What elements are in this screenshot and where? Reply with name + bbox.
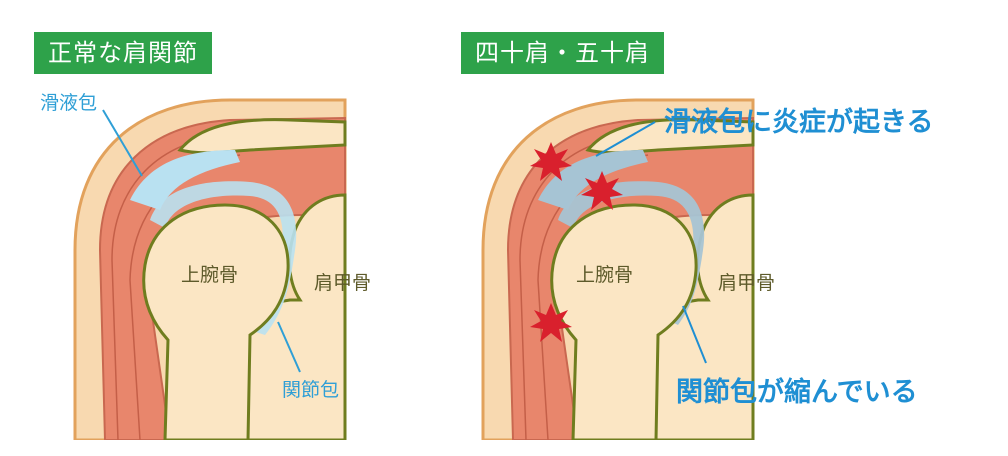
inflammation-burst-1 — [530, 142, 572, 181]
right-panel-title: 四十肩・五十肩 — [461, 32, 664, 74]
right-humerus — [550, 203, 698, 440]
right-shoulder — [481, 98, 755, 440]
right-capsule-shrunk-label: 関節包が縮んでいる — [676, 377, 918, 408]
right-capsule — [558, 181, 705, 325]
left-panel-title: 正常な肩関節 — [34, 32, 212, 74]
right-humerus-label: 上腕骨 — [576, 264, 634, 286]
right-bursa-inflamed-label: 滑液包に炎症が起きる — [664, 107, 934, 138]
right-bursa-leader — [595, 121, 656, 157]
left-capsule-label: 関節包 — [282, 379, 340, 401]
left-bursa-leader — [102, 109, 143, 177]
right-scapula-label: 肩甲骨 — [718, 272, 776, 294]
inflammation-burst-3 — [530, 303, 572, 342]
left-capsule — [150, 181, 297, 335]
left-humerus — [142, 203, 290, 440]
right-bursa — [538, 150, 648, 210]
inflammation-burst-2 — [581, 171, 623, 210]
left-shoulder — [73, 98, 347, 440]
left-humerus-label: 上腕骨 — [181, 264, 239, 286]
left-bursa — [130, 150, 240, 210]
right-capsule-leader — [682, 305, 707, 364]
left-bursa-label: 滑液包 — [40, 92, 98, 114]
left-scapula-label: 肩甲骨 — [314, 272, 372, 294]
left-capsule-leader — [277, 321, 301, 373]
